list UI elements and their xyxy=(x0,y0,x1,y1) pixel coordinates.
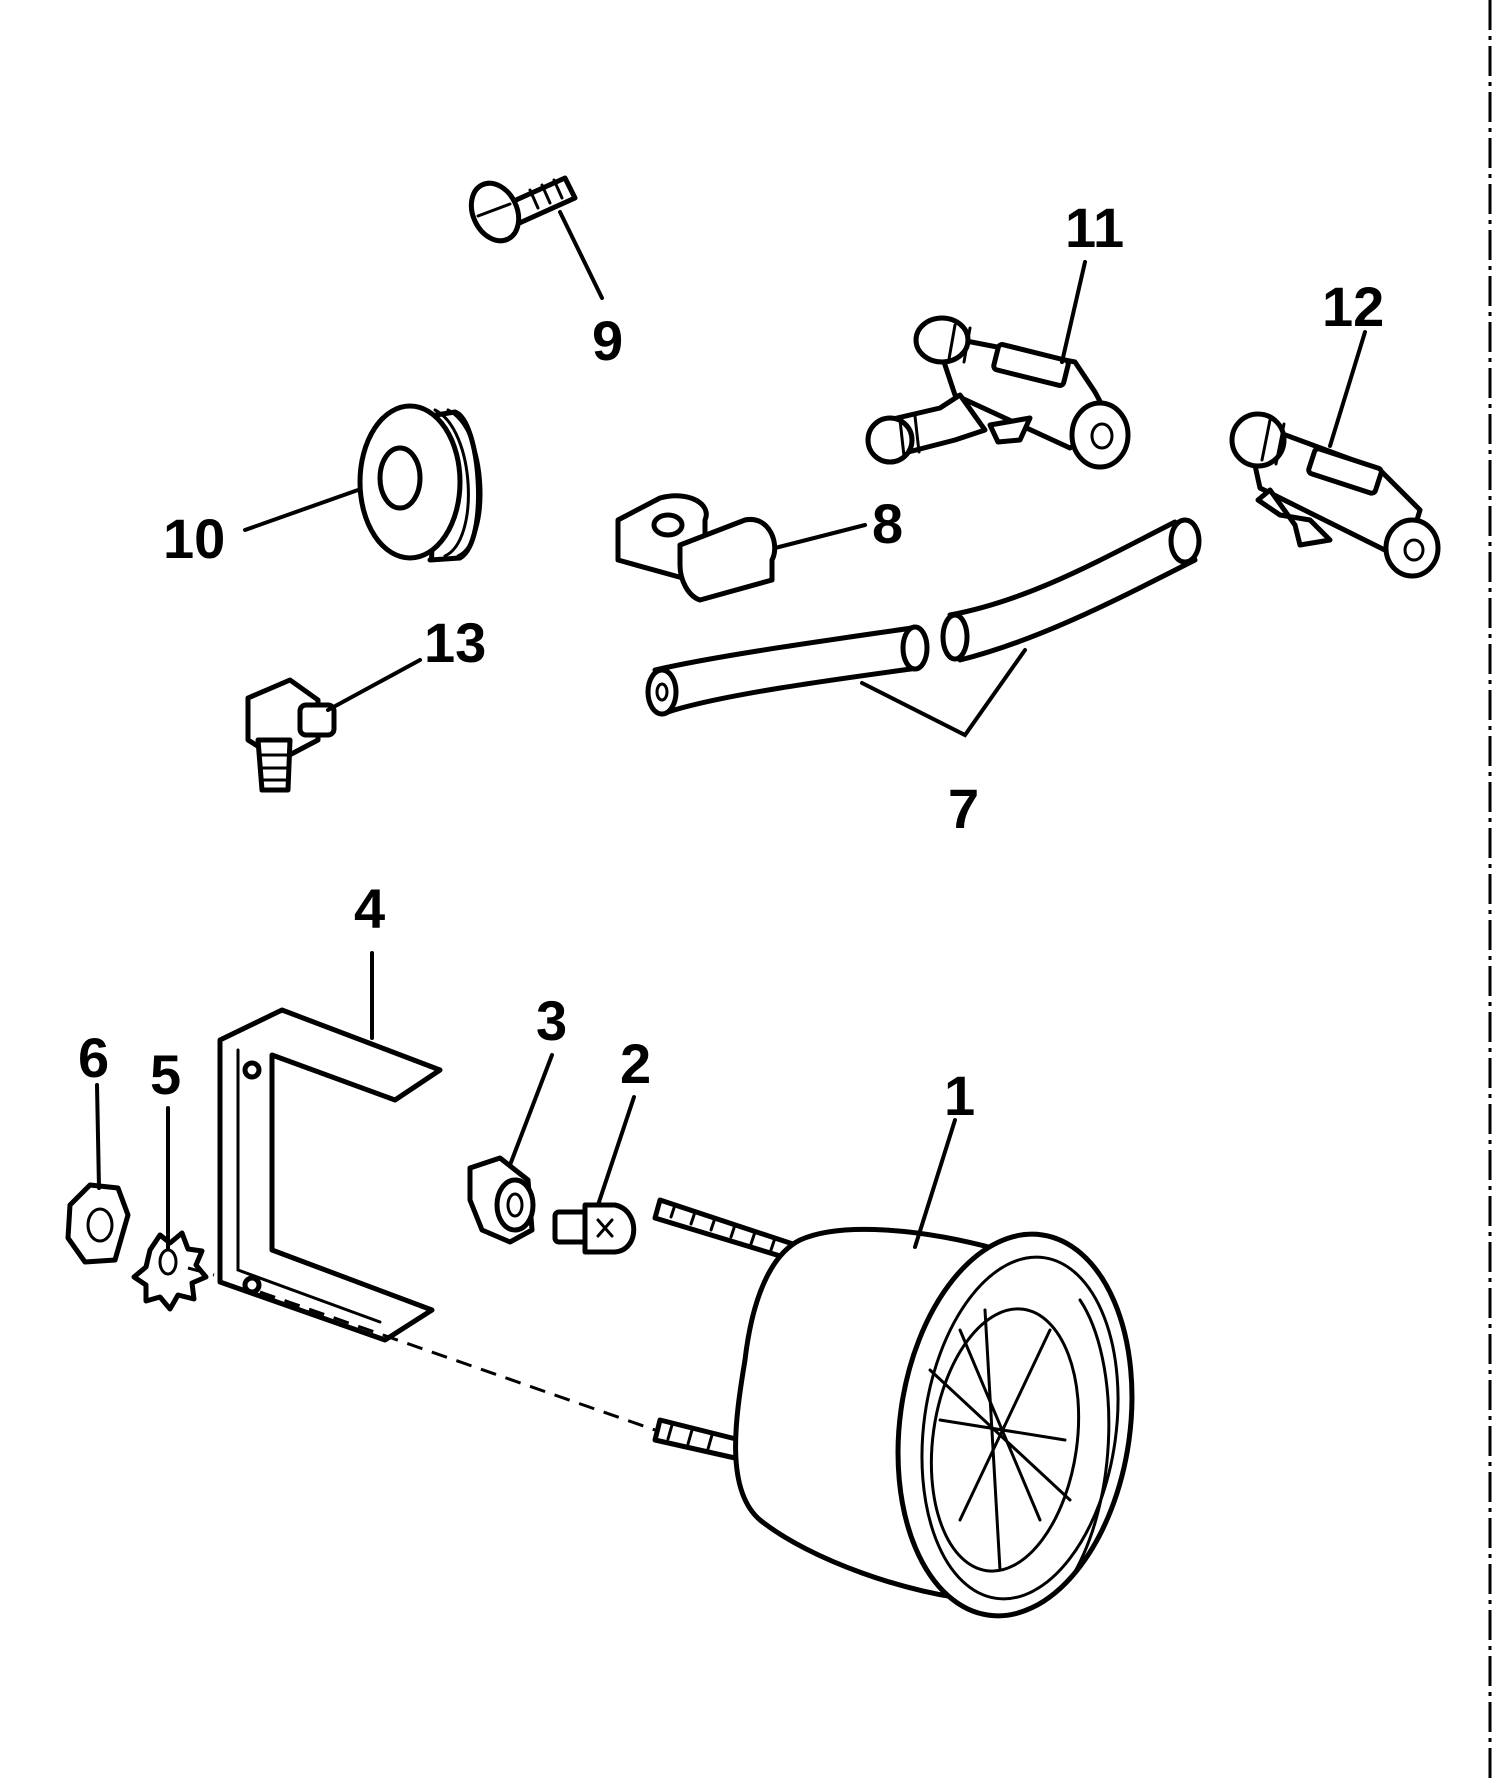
hose-part-7 xyxy=(645,517,1202,717)
callout-8: 8 xyxy=(872,492,903,555)
callout-13: 13 xyxy=(424,611,486,674)
callout-9: 9 xyxy=(592,309,623,372)
leader-8 xyxy=(773,523,867,550)
leader-1 xyxy=(913,1118,957,1249)
straight-connector-part-12 xyxy=(1229,411,1441,579)
leader-13 xyxy=(326,658,422,712)
leader-lines xyxy=(95,210,1367,1250)
leader-3 xyxy=(508,1053,554,1167)
leader-2 xyxy=(596,1095,636,1207)
callout-7: 7 xyxy=(948,777,979,840)
elbow-fitting-part-13 xyxy=(245,677,337,793)
callout-5: 5 xyxy=(150,1043,181,1106)
callout-3: 3 xyxy=(536,989,567,1052)
callout-2: 2 xyxy=(620,1032,651,1095)
washer-dashed-line xyxy=(187,1266,215,1277)
lock-washer-part-5 xyxy=(131,1230,209,1312)
callout-4: 4 xyxy=(354,877,385,940)
bulb-part-2 xyxy=(552,1202,637,1255)
callout-6: 6 xyxy=(78,1026,109,1089)
gauge-part-1 xyxy=(652,1197,1135,1619)
grommet-part-10 xyxy=(357,403,483,563)
leader-12 xyxy=(1328,330,1367,448)
callout-12: 12 xyxy=(1322,275,1384,338)
leader-10 xyxy=(243,488,360,532)
bulb-socket-part-3 xyxy=(467,1155,536,1245)
leader-11 xyxy=(1060,260,1087,364)
callout-10: 10 xyxy=(163,507,225,570)
leader-9 xyxy=(558,210,604,300)
clamp-part-8 xyxy=(615,493,778,603)
callout-1: 1 xyxy=(944,1064,975,1127)
callout-11: 11 xyxy=(1065,196,1124,259)
assembly-dashed-line xyxy=(259,1290,656,1432)
bracket-part-4 xyxy=(217,1007,443,1343)
callout-labels: 1 2 3 4 5 6 7 8 9 10 11 12 13 xyxy=(78,196,1384,1127)
t-connector-part-11 xyxy=(865,315,1131,470)
leader-6 xyxy=(95,1083,101,1190)
screw-part-9 xyxy=(468,175,578,244)
leader-7 xyxy=(860,648,1027,738)
nut-part-6 xyxy=(65,1182,131,1265)
